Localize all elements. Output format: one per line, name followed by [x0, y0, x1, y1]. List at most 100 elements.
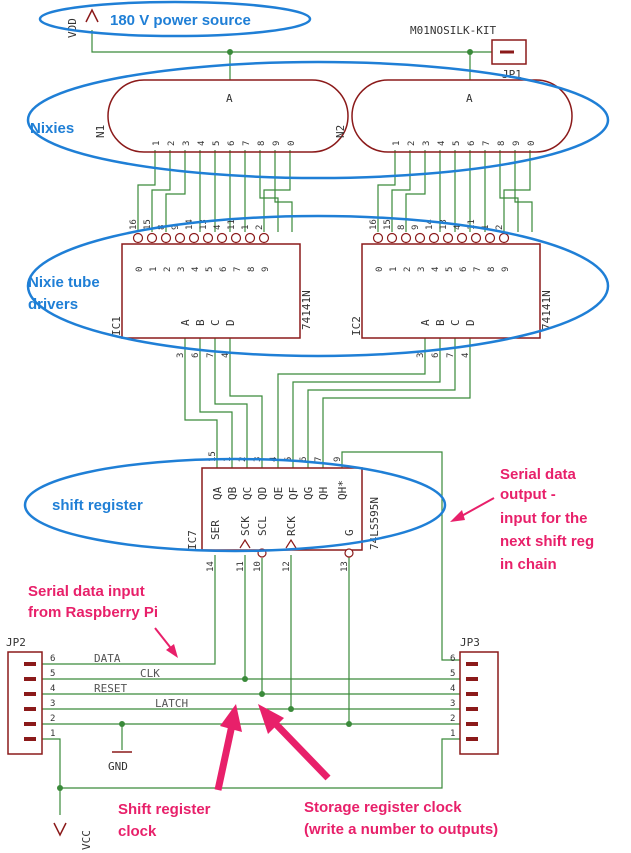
connector-pin-mark — [24, 662, 36, 666]
nixie-pin-label: 1 — [152, 141, 162, 146]
nixie-n2-anode: A — [466, 92, 473, 105]
shift-register-bottom-pin: 11 — [236, 561, 246, 572]
annotation-shift-clock-1: Shift register — [118, 801, 211, 818]
signal-labels: DATA CLK RESET LATCH — [94, 652, 188, 710]
nixie-pin-label: 2 — [167, 141, 177, 146]
driver-ic1-ref: IC1 — [110, 316, 123, 336]
driver-output-label: 1 — [389, 267, 399, 272]
connector-pin-number: 6 — [450, 654, 455, 664]
driver-output-pin: 4 — [453, 225, 463, 230]
driver-output-pin: 11 — [227, 219, 237, 230]
nixie-pin-label: 3 — [422, 141, 432, 146]
driver-output-pin: 14 — [185, 219, 195, 230]
connector-jp3-ref: JP3 — [460, 636, 480, 649]
driver-input-label: C — [209, 319, 222, 326]
driver-output-pin: 4 — [213, 225, 223, 230]
driver-output-label: 3 — [417, 267, 427, 272]
shift-register-output-label: QB — [226, 486, 239, 500]
driver-output-bubble — [498, 232, 510, 244]
driver-output-pin: 16 — [129, 219, 139, 230]
connector-pin-mark — [466, 677, 478, 681]
driver-output-bubble — [400, 232, 412, 244]
nixie-pin-label: 4 — [437, 141, 447, 146]
annotation-serial-in-1: Serial data input — [28, 583, 145, 600]
wires — [42, 30, 533, 815]
driver-input-pin: 7 — [206, 353, 216, 358]
driver-output-label: 4 — [191, 267, 201, 272]
driver-output-bubble — [414, 232, 426, 244]
connector-jp2-ref: JP2 — [6, 636, 26, 649]
shift-register-output-label: QF — [287, 487, 300, 500]
vdd-symbol: VDD — [66, 8, 99, 38]
driver-output-pin: 2 — [255, 225, 265, 230]
driver-output-bubble — [188, 232, 200, 244]
driver-ic1-part: 74141N — [300, 290, 313, 330]
annotation-shift-clock-2: clock — [118, 823, 157, 840]
vcc-symbol: VCC — [53, 822, 93, 850]
jumper-kit-name: M01NOSILK-KIT — [410, 24, 496, 37]
driver-output-label: 9 — [261, 267, 271, 272]
shift-register-input-label: SER — [209, 520, 222, 540]
connector-pin-mark — [24, 677, 36, 681]
drivers-ellipse — [26, 214, 610, 358]
driver-output-bubble — [258, 232, 270, 244]
nixie-pin-label: 0 — [527, 141, 537, 146]
driver-output-pin: 1 — [481, 225, 491, 230]
driver-output-label: 7 — [473, 267, 483, 272]
connector-pin-mark — [466, 737, 478, 741]
nixie-pin-label: 6 — [227, 141, 237, 146]
driver-output-label: 8 — [247, 267, 257, 272]
nixie-pin-label: 9 — [272, 141, 282, 146]
driver-input-pin: 4 — [461, 353, 471, 358]
connector-pin-mark — [466, 692, 478, 696]
driver-ic2-ref: IC2 — [350, 316, 363, 336]
driver-input-label: B — [434, 319, 447, 326]
shift-register-input-label: G — [343, 529, 356, 536]
connector-pin-number: 3 — [50, 699, 55, 709]
connector-pin-number: 6 — [50, 654, 55, 664]
connector-pin-number: 3 — [450, 699, 455, 709]
signal-data: DATA — [94, 652, 121, 665]
driver-output-label: 8 — [487, 267, 497, 272]
shift-register-top-pin: 6 — [299, 457, 309, 462]
connector-pin-mark — [24, 707, 36, 711]
shift-register-top-pin: 15 — [208, 451, 218, 462]
annotation-serial-out-5: in chain — [500, 556, 557, 573]
driver-input-label: D — [464, 319, 477, 326]
annotation-serial-out-1: Serial data — [500, 466, 577, 483]
driver-output-pin: 11 — [467, 219, 477, 230]
driver-ic2: IC2 74141N 0161152839414513647118192A3B6… — [350, 219, 553, 358]
shift-register-bottom-pin: 13 — [340, 561, 350, 572]
driver-output-label: 2 — [163, 267, 173, 272]
connector-pin-number: 5 — [450, 669, 455, 679]
driver-output-label: 7 — [233, 267, 243, 272]
driver-output-pin: 2 — [495, 225, 505, 230]
shift-register-output-label: QA — [211, 486, 224, 500]
connector-pin-mark — [24, 722, 36, 726]
driver-input-pin: 4 — [221, 353, 231, 358]
shift-register-output-label: QH — [317, 487, 330, 500]
nixie-n1-ref: N1 — [94, 125, 107, 138]
annotation-shift: shift register — [52, 497, 143, 514]
annotation-drivers-1: Nixie tube — [28, 274, 100, 291]
driver-output-bubble — [372, 232, 384, 244]
nixie-pin-label: 9 — [512, 141, 522, 146]
driver-output-label: 9 — [501, 267, 511, 272]
driver-output-pin: 15 — [383, 219, 393, 230]
shift-register-output-label: QE — [272, 487, 285, 500]
driver-output-label: 0 — [375, 267, 385, 272]
driver-output-pin: 9 — [411, 225, 421, 230]
driver-output-pin: 8 — [397, 225, 407, 230]
nixie-n1-anode: A — [226, 92, 233, 105]
driver-output-bubble — [456, 232, 468, 244]
